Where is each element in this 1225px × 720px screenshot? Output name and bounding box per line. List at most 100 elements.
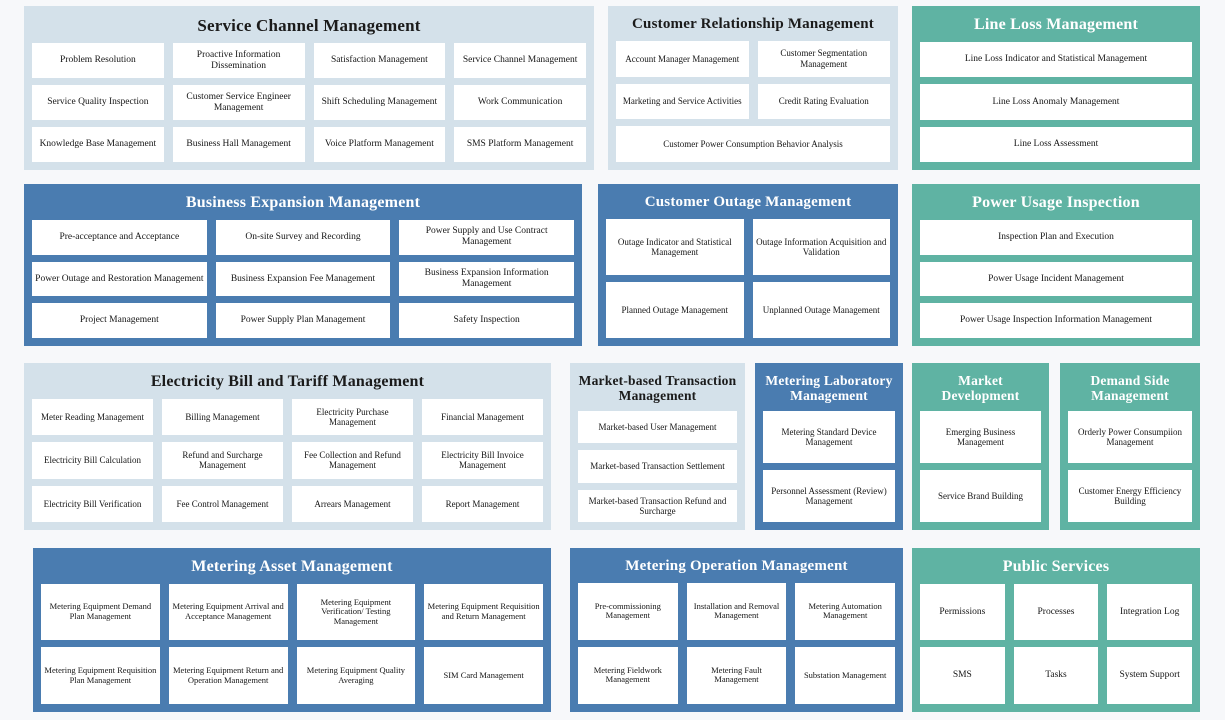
panel-market-based-transaction-management[interactable]: Market-based Transaction Management Mark…: [570, 363, 745, 530]
module-item[interactable]: Work Communication: [454, 85, 586, 120]
module-item[interactable]: Personnel Assessment (Review) Management: [763, 470, 895, 522]
module-item[interactable]: Orderly Power Consumpiion Management: [1068, 411, 1192, 464]
module-item[interactable]: Voice Platform Management: [313, 127, 446, 162]
panel-title: Customer Outage Management: [644, 194, 852, 210]
module-item[interactable]: Account Manager Management: [616, 40, 749, 77]
module-item[interactable]: Billing Management: [162, 398, 283, 436]
module-item[interactable]: Credit Rating Evaluation: [757, 83, 890, 120]
module-item[interactable]: Customer Segmentation Management: [757, 40, 890, 77]
module-item[interactable]: Substation Management: [795, 646, 895, 704]
module-item[interactable]: Metering Automation Management: [795, 582, 895, 640]
module-item[interactable]: Metering Equipment Quality Averaging: [296, 647, 416, 704]
module-item[interactable]: Electricity Purchase Management: [292, 398, 413, 436]
module-item[interactable]: Project Management: [32, 303, 207, 338]
module-item[interactable]: Electricity Bill Calculation: [32, 442, 153, 479]
module-item[interactable]: Tasks: [1013, 647, 1099, 704]
panel-title: Market-based Transaction Management: [578, 373, 737, 404]
module-item[interactable]: Arrears Management: [292, 485, 413, 522]
module-item[interactable]: Metering Standard Device Management: [763, 411, 895, 464]
module-item[interactable]: Planned Outage Management: [606, 281, 744, 338]
module-grid: Inspection Plan and Execution Power Usag…: [920, 219, 1192, 338]
module-grid: Line Loss Indicator and Statistical Mana…: [920, 41, 1192, 162]
module-grid: Market-based User Management Market-base…: [578, 411, 737, 522]
module-item[interactable]: Problem Resolution: [32, 43, 164, 79]
module-item[interactable]: Outage Information Acquisition and Valid…: [752, 218, 890, 275]
module-item[interactable]: Shift Scheduling Management: [313, 85, 446, 120]
module-item[interactable]: Power Supply Plan Management: [215, 303, 391, 338]
module-item[interactable]: On-site Survey and Recording: [215, 219, 391, 255]
module-grid: Orderly Power Consumpiion Management Cus…: [1068, 411, 1192, 522]
module-item[interactable]: Customer Service Engineer Management: [172, 85, 305, 120]
panel-customer-outage-management[interactable]: Customer Outage Management Outage Indica…: [598, 184, 898, 346]
panel-metering-asset-management[interactable]: Metering Asset Management Metering Equip…: [33, 548, 551, 712]
module-item[interactable]: Unplanned Outage Management: [752, 281, 890, 338]
module-item[interactable]: Business Hall Management: [172, 127, 305, 162]
panel-line-loss-management[interactable]: Line Loss Management Line Loss Indicator…: [912, 6, 1200, 170]
module-item[interactable]: Power Outage and Restoration Management: [32, 261, 207, 297]
module-item[interactable]: Metering Fieldwork Management: [578, 646, 678, 704]
module-item[interactable]: Fee Collection and Refund Management: [292, 442, 413, 479]
panel-title: Market Development: [941, 373, 1020, 404]
panel-customer-relationship-management[interactable]: Customer Relationship Management Account…: [608, 6, 898, 170]
module-item[interactable]: Proactive Information Dissemination: [172, 43, 305, 79]
module-item[interactable]: Emerging Business Management: [920, 411, 1041, 464]
module-item[interactable]: Report Management: [422, 485, 543, 522]
module-item[interactable]: Market-based User Management: [578, 411, 737, 444]
module-item[interactable]: Metering Fault Management: [686, 646, 787, 704]
panel-business-expansion-management[interactable]: Business Expansion Management Pre-accept…: [24, 184, 582, 346]
module-grid: Pre-commissioning Management Installatio…: [578, 582, 895, 704]
module-item[interactable]: Metering Equipment Requisition Plan Mana…: [41, 647, 160, 704]
panel-electricity-bill-and-tariff-management[interactable]: Electricity Bill and Tariff Management M…: [24, 363, 551, 530]
module-item[interactable]: Electricity Bill Invoice Management: [422, 442, 543, 479]
module-item[interactable]: Line Loss Assessment: [920, 126, 1192, 162]
module-item[interactable]: Outage Indicator and Statistical Managem…: [606, 218, 744, 275]
module-item[interactable]: Line Loss Indicator and Statistical Mana…: [920, 41, 1192, 78]
module-item[interactable]: Electricity Bill Verification: [32, 485, 153, 522]
module-item[interactable]: Service Brand Building: [920, 470, 1041, 522]
module-item[interactable]: Satisfaction Management: [313, 43, 446, 79]
panel-demand-side-management[interactable]: Demand Side Management Orderly Power Con…: [1060, 363, 1200, 530]
module-item[interactable]: Meter Reading Management: [32, 398, 153, 436]
panel-public-services[interactable]: Public Services Permissions Processes In…: [912, 548, 1200, 712]
module-item[interactable]: Business Expansion Fee Management: [215, 261, 391, 297]
module-grid: Emerging Business Management Service Bra…: [920, 411, 1041, 522]
module-item[interactable]: Processes: [1013, 583, 1099, 641]
module-item[interactable]: Financial Management: [422, 398, 543, 436]
module-item[interactable]: Service Channel Management: [454, 43, 586, 79]
module-item[interactable]: Business Expansion Information Managemen…: [399, 261, 574, 297]
panel-metering-operation-management[interactable]: Metering Operation Management Pre-commis…: [570, 548, 903, 712]
module-item[interactable]: Fee Control Management: [162, 485, 283, 522]
module-item[interactable]: Integration Log: [1107, 583, 1192, 641]
module-item[interactable]: Power Supply and Use Contract Management: [399, 219, 574, 255]
panel-metering-laboratory-management[interactable]: Metering Laboratory Management Metering …: [755, 363, 903, 530]
module-item[interactable]: Marketing and Service Activities: [616, 83, 749, 120]
module-item[interactable]: System Support: [1107, 647, 1192, 704]
module-item[interactable]: Permissions: [920, 583, 1005, 641]
module-item[interactable]: SMS Platform Management: [454, 127, 586, 162]
module-item[interactable]: Service Quality Inspection: [32, 85, 164, 120]
module-item[interactable]: Metering Equipment Arrival and Acceptanc…: [168, 583, 288, 641]
module-item[interactable]: Metering Equipment Demand Plan Managemen…: [41, 583, 160, 641]
module-item[interactable]: Refund and Surcharge Management: [162, 442, 283, 479]
module-item[interactable]: Pre-acceptance and Acceptance: [32, 219, 207, 255]
module-item[interactable]: Customer Power Consumption Behavior Anal…: [616, 126, 890, 162]
panel-market-development[interactable]: Market Development Emerging Business Man…: [912, 363, 1049, 530]
module-item[interactable]: Metering Equipment Verification/ Testing…: [296, 583, 416, 641]
module-item[interactable]: Customer Energy Efficiency Building: [1068, 470, 1192, 522]
panel-power-usage-inspection[interactable]: Power Usage Inspection Inspection Plan a…: [912, 184, 1200, 346]
module-item[interactable]: Knowledge Base Management: [32, 127, 164, 162]
module-item[interactable]: Market-based Transaction Refund and Surc…: [578, 489, 737, 522]
module-item[interactable]: Metering Equipment Return and Operation …: [168, 647, 288, 704]
module-item[interactable]: Power Usage Inspection Information Manag…: [920, 303, 1192, 338]
module-item[interactable]: Line Loss Anomaly Management: [920, 84, 1192, 120]
module-item[interactable]: Market-based Transaction Settlement: [578, 450, 737, 483]
module-item[interactable]: Inspection Plan and Execution: [920, 219, 1192, 255]
module-item[interactable]: Safety Inspection: [399, 303, 574, 338]
module-item[interactable]: Metering Equipment Requisition and Retur…: [424, 583, 543, 641]
module-item[interactable]: SIM Card Management: [424, 647, 543, 704]
module-item[interactable]: Installation and Removal Management: [686, 582, 787, 640]
panel-service-channel-management[interactable]: Service Channel Management Problem Resol…: [24, 6, 594, 170]
module-item[interactable]: Pre-commissioning Management: [578, 582, 678, 640]
module-item[interactable]: Power Usage Incident Management: [920, 261, 1192, 297]
module-item[interactable]: SMS: [920, 647, 1005, 704]
